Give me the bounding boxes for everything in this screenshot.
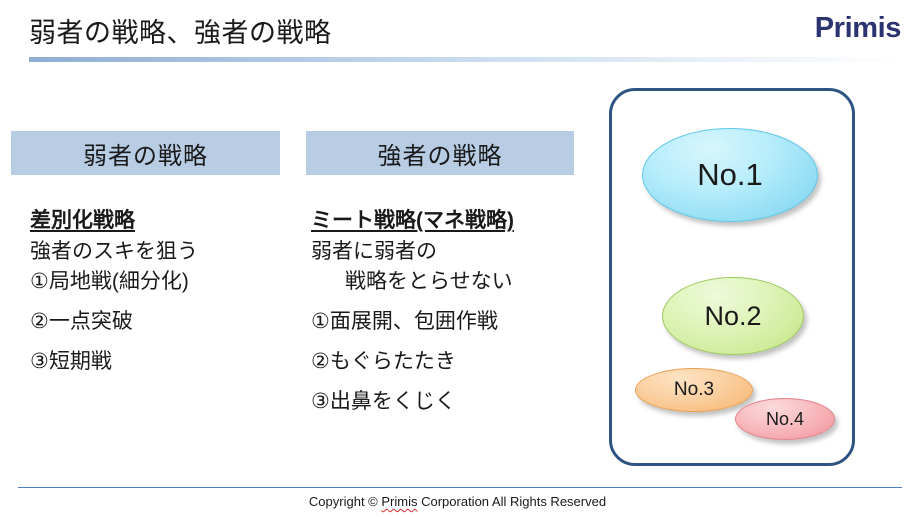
weak-strategy-line-4: ③短期戦 [30,350,112,373]
column-body-strong: ミート戦略(マネ戦略) 弱者に弱者の 戦略をとらせない ①面展開、包囲作戦 ②も… [311,207,581,417]
market-bubble-no3-label: No.3 [673,379,715,400]
column-header-strong-label: 強者の戦略 [377,142,503,170]
strong-strategy-line-2: 戦略をとらせない [345,270,513,293]
footer-divider [18,487,902,488]
market-bubble-no2-label: No.2 [704,300,762,331]
copyright-prefix: Copyright © [308,494,382,509]
market-bubble-no1-label: No.1 [697,157,763,192]
column-header-weak: 弱者の戦略 [11,131,280,175]
copyright-notice: Copyright © Primis Corporation All Right… [0,494,915,509]
copyright-brand: Primis [381,494,418,509]
strong-strategy-line-1: 弱者に弱者の [311,240,437,263]
brand-logo: Primis [814,12,902,44]
weak-strategy-heading: 差別化戦略 [30,209,135,232]
strong-strategy-heading: ミート戦略(マネ戦略) [311,209,514,232]
strong-strategy-line-3: ①面展開、包囲作戦 [311,310,498,333]
copyright-suffix: Corporation All Rights Reserved [417,494,607,509]
header-divider [29,57,901,62]
column-header-strong: 強者の戦略 [306,131,574,175]
column-body-weak: 差別化戦略 強者のスキを狙う ①局地戦(細分化) ②一点突破 ③短期戦 [30,207,295,377]
weak-strategy-line-2: ①局地戦(細分化) [30,270,189,293]
strong-strategy-line-5: ③出鼻をくじく [311,390,456,413]
weak-strategy-line-3: ②一点突破 [30,310,133,333]
market-bubble-no3: No.3 [635,368,753,412]
market-bubble-no2: No.2 [662,277,804,355]
strong-strategy-line-4: ②もぐらたたき [311,350,456,373]
market-bubble-no4-label: No.4 [765,408,805,429]
weak-strategy-line-1: 強者のスキを狙う [30,240,198,263]
market-bubble-no1: No.1 [642,128,818,222]
page-title: 弱者の戦略、強者の戦略 [29,18,332,48]
market-bubble-no4: No.4 [735,398,835,440]
column-header-weak-label: 弱者の戦略 [83,142,208,170]
